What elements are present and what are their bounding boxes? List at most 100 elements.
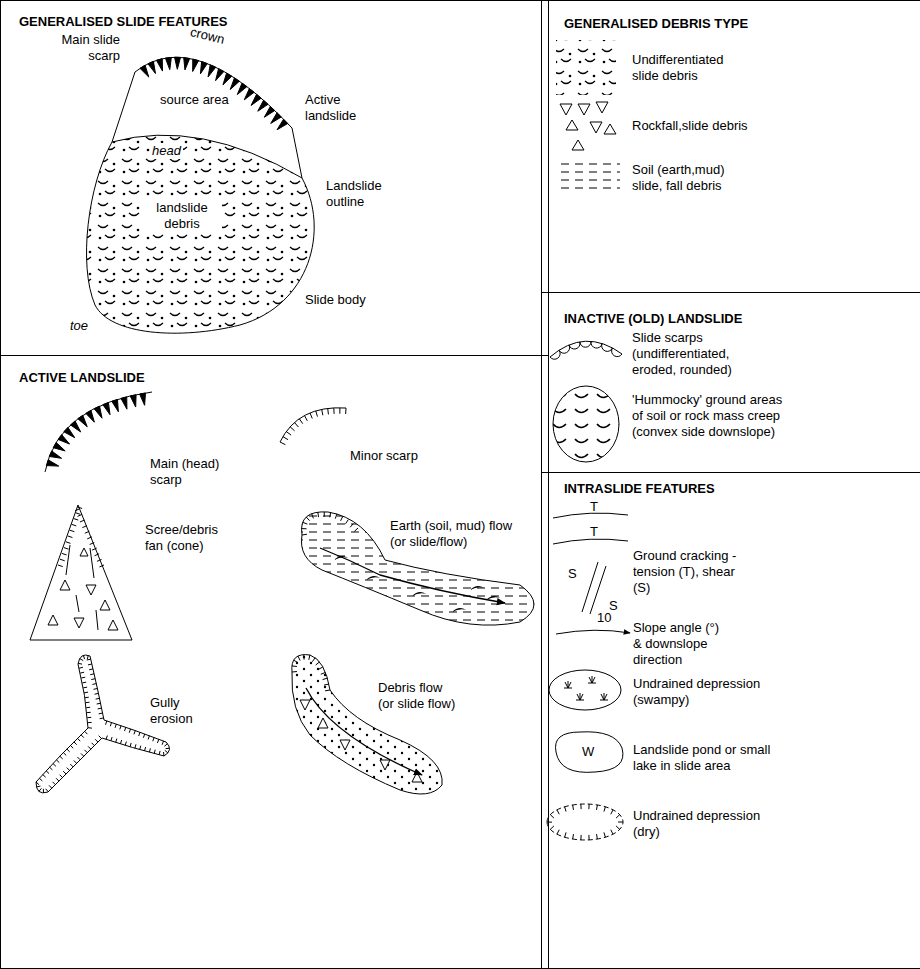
flow-crescents-part: [334, 556, 348, 560]
hachure: [84, 692, 88, 694]
hachure: [565, 832, 566, 837]
earth-flow: [301, 512, 534, 625]
hachure: [83, 687, 87, 689]
hachure: [43, 789, 44, 793]
flow-crescents-part: [486, 596, 500, 600]
hachure: [166, 748, 170, 749]
legend-text: Slide scarps (undifferentiated, eroded, …: [632, 330, 744, 378]
hachure: [162, 741, 163, 745]
hachure: [616, 815, 620, 818]
scree-blocks-part: [60, 580, 70, 590]
hachure: [310, 413, 312, 419]
rockfall-symbol-part: [572, 140, 584, 150]
outline-ticks: [58, 507, 104, 567]
panel-heading: INTRASLIDE FEATURES: [564, 481, 920, 497]
outline-ticks: [280, 408, 346, 445]
hachure: [125, 727, 126, 731]
scarp-tooth: [94, 406, 102, 418]
part-label: Slide body: [305, 292, 366, 308]
legend-text: Scree/debris fan (cone): [145, 522, 235, 554]
inactive-panel: INACTIVE (OLD) LANDSLIDE: [541, 292, 920, 473]
scarp-tooth: [148, 61, 156, 73]
hachure: [143, 734, 144, 738]
scarp-tooth: [258, 100, 268, 111]
pond-outline: [556, 732, 623, 773]
slide-figure: [87, 57, 315, 333]
hachure: [120, 726, 121, 730]
hachure: [88, 727, 92, 728]
scree-fan: [30, 505, 132, 640]
hachure: [120, 740, 121, 744]
part-label: Active landslide: [305, 92, 385, 124]
hachure: [95, 693, 99, 695]
hachure: [73, 519, 78, 521]
shear-crack: [590, 566, 606, 614]
hachure: [145, 747, 146, 751]
scarp-tooth: [223, 73, 232, 85]
hachure: [50, 767, 53, 770]
scree-blocks-part: [66, 545, 98, 630]
slide-body: [87, 135, 315, 333]
legend-text: Main (head) scarp: [150, 456, 235, 488]
rockfall-symbol: [560, 102, 616, 150]
hachure: [309, 655, 310, 660]
hachure: [106, 721, 107, 725]
main-scarp: [45, 392, 152, 472]
hachure: [294, 660, 298, 662]
hachure: [63, 771, 66, 774]
hachure: [611, 810, 613, 814]
scree-blocks-part: [86, 585, 96, 595]
undifferentiated-debris-symbol: [556, 40, 616, 95]
hachure: [325, 690, 330, 692]
hachure: [550, 826, 554, 829]
hachure: [339, 408, 340, 414]
outline-ticks: [302, 512, 358, 535]
scarp-tooth: [58, 435, 69, 444]
minor-scarp: [280, 408, 346, 442]
hachure: [80, 659, 84, 661]
legend-text: Soil (earth,mud) slide, fall debris: [632, 162, 757, 194]
hachure: [77, 738, 80, 741]
scree-blocks-part: [80, 548, 88, 556]
hachure: [67, 749, 70, 752]
hachure: [86, 707, 90, 708]
hachure: [99, 736, 102, 739]
part-label: Landslide outline: [326, 178, 406, 210]
slope-arrow: [556, 630, 630, 634]
part-label: landslide debris: [142, 200, 222, 232]
hachure: [87, 717, 91, 718]
hachure: [110, 722, 111, 726]
flow-head-hachure: [302, 512, 358, 535]
hachure: [596, 805, 598, 810]
gully: [36, 655, 170, 793]
scarp-tooth: [264, 106, 274, 117]
hachure: [321, 672, 326, 674]
hachure: [565, 807, 566, 812]
hachure: [100, 717, 104, 719]
hachure: [596, 834, 598, 839]
scree-blocks-part: [74, 618, 84, 628]
legend-text: Undrained depression (swampy): [633, 676, 766, 708]
legend-text: Minor scarp: [350, 448, 450, 464]
hachure: [46, 771, 49, 774]
outline-line: [292, 128, 302, 178]
hachure: [90, 673, 94, 675]
flow-arrow: [320, 548, 505, 603]
hachure: [580, 835, 581, 840]
hachure: [283, 437, 288, 440]
debris-blocks-part: [300, 700, 310, 710]
hachure: [99, 713, 103, 715]
hachure: [88, 722, 92, 723]
panel-heading: ACTIVE LANDSLIDE: [19, 370, 548, 386]
hachure: [148, 736, 149, 740]
hachure: [294, 423, 298, 427]
scarp-tooth: [193, 59, 199, 71]
outline-ticks: [547, 804, 623, 840]
scarp-scallop: [591, 341, 602, 348]
hummocky-ground: [553, 386, 619, 462]
hachure: [303, 522, 308, 524]
hachure: [67, 768, 70, 771]
hachure: [92, 683, 96, 685]
hachure: [96, 698, 100, 700]
